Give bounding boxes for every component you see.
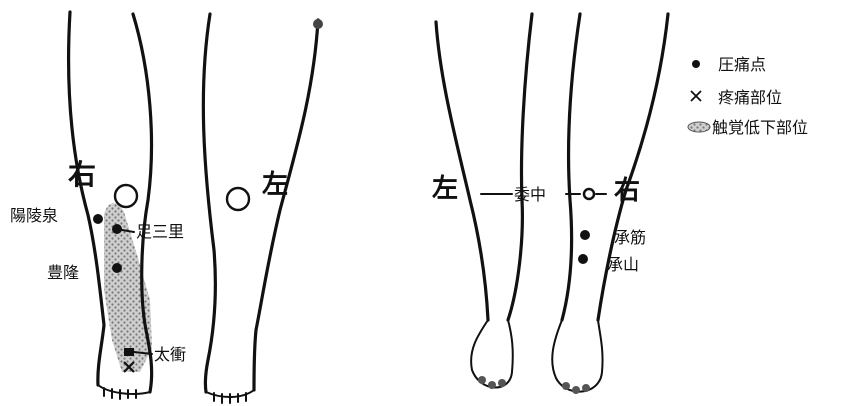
front-left-leg	[203, 14, 323, 403]
back-right-leg	[552, 14, 668, 394]
tender-point-chengjin	[580, 230, 590, 240]
tender-point-yanglingquan	[93, 214, 103, 224]
legend-hypoesthesia-label: 触覚低下部位	[712, 118, 808, 137]
legend-pain-site: 疼痛部位	[691, 88, 782, 107]
tender-point-weizhong	[584, 189, 594, 199]
front-side-right-label: 右	[68, 158, 96, 191]
label-taichong: 太衝	[154, 345, 186, 364]
front-view: 右 左 陽陵泉 足三里 豊隆 太衝	[10, 12, 323, 403]
legend-pain-site-label: 疼痛部位	[718, 88, 782, 107]
label-yanglingquan: 陽陵泉	[10, 206, 58, 225]
label-fenglong: 豊隆	[47, 263, 79, 282]
front-left-kneecap	[227, 188, 249, 210]
back-side-right-label: 右	[614, 176, 640, 206]
tender-point-taichong	[124, 348, 134, 356]
stipple-swatch-icon	[688, 122, 710, 132]
cross-icon	[691, 91, 701, 101]
back-side-left-label: 左	[432, 174, 458, 204]
label-weizhong: 委中	[514, 185, 546, 204]
legend-hypoesthesia: 触覚低下部位	[688, 118, 808, 137]
tender-point-fenglong	[112, 263, 122, 273]
legend-tender-point: 圧痛点	[692, 55, 766, 74]
label-zusanli: 足三里	[136, 222, 184, 241]
front-side-left-label: 左	[262, 170, 288, 200]
legend: 圧痛点 疼痛部位 触覚低下部位	[688, 55, 808, 137]
tender-point-chengshan	[578, 254, 588, 264]
legend-tender-point-label: 圧痛点	[718, 55, 766, 74]
tender-point-icon	[692, 60, 700, 68]
tender-point-zusanli	[112, 224, 122, 234]
back-view: 左 右 委中 承筋 承山	[432, 14, 668, 394]
label-chengjin: 承筋	[614, 228, 646, 247]
front-right-kneecap	[115, 185, 137, 207]
label-chengshan: 承山	[607, 255, 639, 274]
